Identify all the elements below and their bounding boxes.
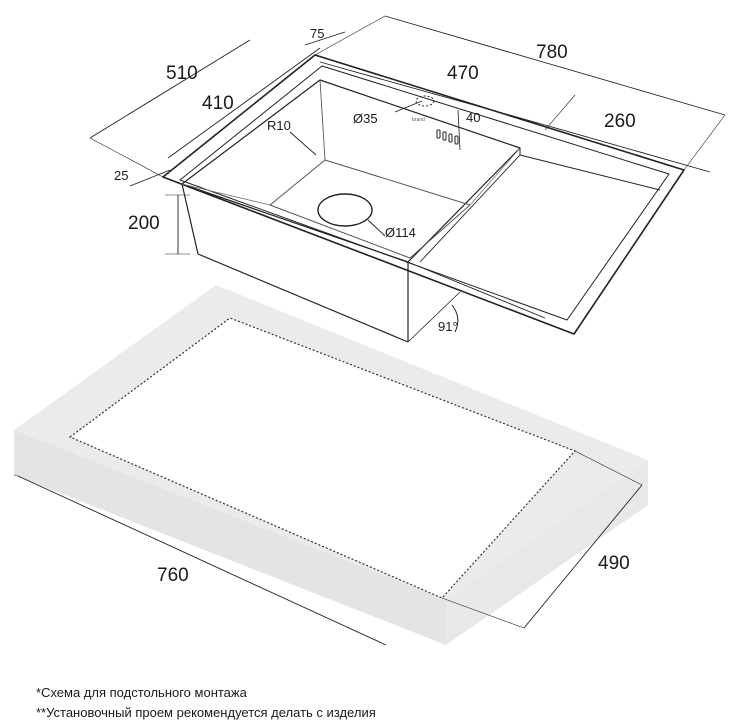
dim-tap-hole-offset: 40 <box>466 110 480 125</box>
drainer-edge <box>519 148 661 191</box>
dim-bowl-length: 470 <box>447 63 479 84</box>
dim-drain-hole: Ø114 <box>385 225 416 240</box>
slab-front-face <box>14 430 446 645</box>
dim-tap-hole: Ø35 <box>353 111 378 126</box>
bowl-floor <box>269 159 471 259</box>
dim-tap-offset: 75 <box>310 26 324 41</box>
tap-hole <box>415 95 435 107</box>
dim-corner-radius: R10 <box>267 118 291 133</box>
dim-cutout-width: 490 <box>598 553 630 574</box>
countertop-slab <box>14 285 648 645</box>
dim-overall-width: 510 <box>166 63 198 84</box>
sink-rim-outer <box>162 54 685 335</box>
dimension-lines <box>13 15 726 646</box>
dim-wall-angle: 91° <box>438 319 458 334</box>
dimension-labels: 780 510 410 470 260 75 25 200 R10 Ø35 40… <box>114 26 636 586</box>
svg-text:brand: brand <box>412 117 425 123</box>
dim-bowl-depth: 200 <box>128 213 160 234</box>
dim-overall-length: 780 <box>536 42 568 63</box>
dim-bowl-width: 410 <box>202 93 234 114</box>
dim-rim-width: 25 <box>114 168 128 183</box>
slab-side-face <box>446 460 648 645</box>
drain-hole <box>317 193 373 227</box>
overflow-slots <box>436 129 459 145</box>
dim-drainer-length: 260 <box>604 111 636 132</box>
dim-cutout-length: 760 <box>157 565 189 586</box>
footnote-mounting: *Схема для подстольного монтажа <box>36 685 247 700</box>
footnote-cutout: **Установочный проем рекомендуется делат… <box>36 705 376 720</box>
sink-rim-inner <box>179 65 670 321</box>
